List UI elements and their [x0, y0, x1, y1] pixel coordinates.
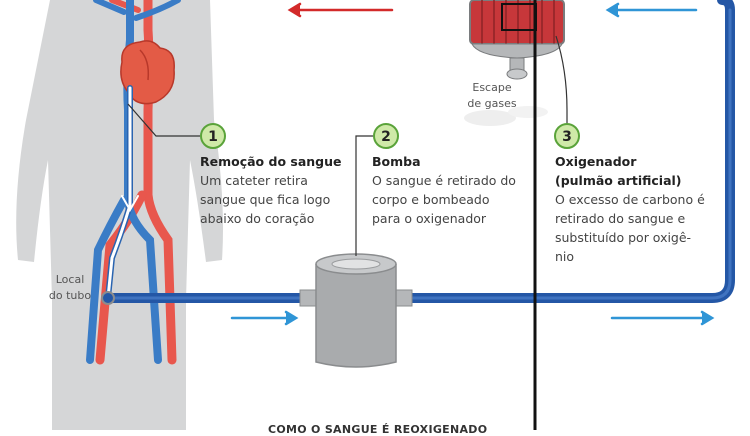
leader-lines — [127, 35, 568, 256]
step-3-label: Oxigenador (pulmão artificial) O excesso… — [555, 152, 705, 266]
arrow-left-blue — [605, 2, 698, 18]
catheter — [105, 85, 139, 301]
step-2-line: O sangue é retirado do — [372, 173, 516, 188]
gas-escape-label: Escape de gases — [462, 80, 522, 112]
step-1-line: Um cateter retira — [200, 173, 308, 188]
vein-branch-left — [93, 0, 127, 15]
step-3-line: nio — [555, 249, 575, 264]
step-1-line: abaixo do coração — [200, 211, 315, 226]
oxygenator — [464, 0, 565, 126]
circuit-tube — [101, 0, 735, 305]
gas-escape-line: Escape — [472, 81, 512, 94]
badge-3: 3 — [554, 123, 580, 149]
step-3-title: Oxigenador — [555, 154, 637, 169]
step-2-label: Bomba O sangue é retirado do corpo e bom… — [372, 152, 516, 228]
step-1-line: sangue que fica logo — [200, 192, 331, 207]
step-3-line: substituído por oxigê- — [555, 230, 692, 245]
step-2-line: para o oxigenador — [372, 211, 487, 226]
step-3-line: retirado do sangue e — [555, 211, 686, 226]
tube-site-line: Local — [55, 273, 85, 286]
vein-branch-right — [133, 0, 181, 21]
flow-arrows — [230, 2, 715, 326]
arrow-right-blue-2 — [610, 310, 715, 326]
pump — [299, 253, 413, 368]
badge-2: 2 — [373, 123, 399, 149]
step-3-line: O excesso de carbono é — [555, 192, 705, 207]
tube-site-label: Local do tubo — [42, 272, 98, 304]
badge-3-number: 3 — [562, 129, 572, 145]
step-2-line: corpo e bombeado — [372, 192, 490, 207]
gas-escape-line: de gases — [467, 97, 517, 110]
step-1-title: Remoção do sangue — [200, 154, 342, 169]
step-1-label: Remoção do sangue Um cateter retira sang… — [200, 152, 342, 228]
vein-left-leg — [86, 196, 128, 364]
tube-site-line: do tubo — [48, 289, 92, 302]
step-3-title: (pulmão artificial) — [555, 173, 682, 188]
badge-1: 1 — [200, 123, 226, 149]
step-2-title: Bomba — [372, 154, 421, 169]
badge-1-number: 1 — [208, 129, 218, 145]
arrow-right-blue-1 — [230, 310, 299, 326]
badge-2-number: 2 — [381, 129, 391, 145]
arrow-left-red — [287, 2, 394, 18]
